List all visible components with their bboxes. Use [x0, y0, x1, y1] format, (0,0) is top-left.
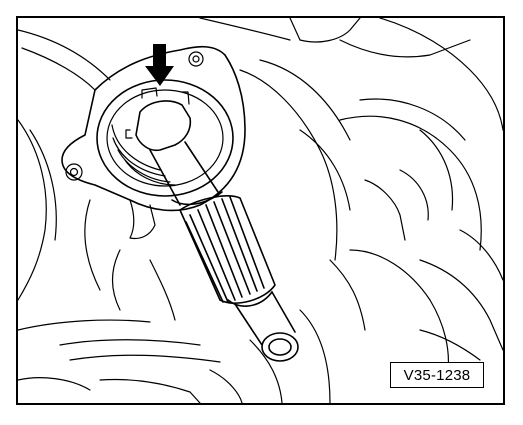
tool-end-sleeve [227, 291, 299, 362]
oil-seal [96, 79, 234, 197]
pointer-arrow-icon [145, 44, 174, 86]
locking-tabs [125, 87, 190, 139]
gearbox-housing-outline [18, 18, 503, 403]
special-tool-shaft [135, 100, 223, 206]
mounting-flange [61, 45, 246, 240]
figure-reference-label: V35-1238 [390, 362, 484, 388]
splined-section [179, 195, 276, 304]
